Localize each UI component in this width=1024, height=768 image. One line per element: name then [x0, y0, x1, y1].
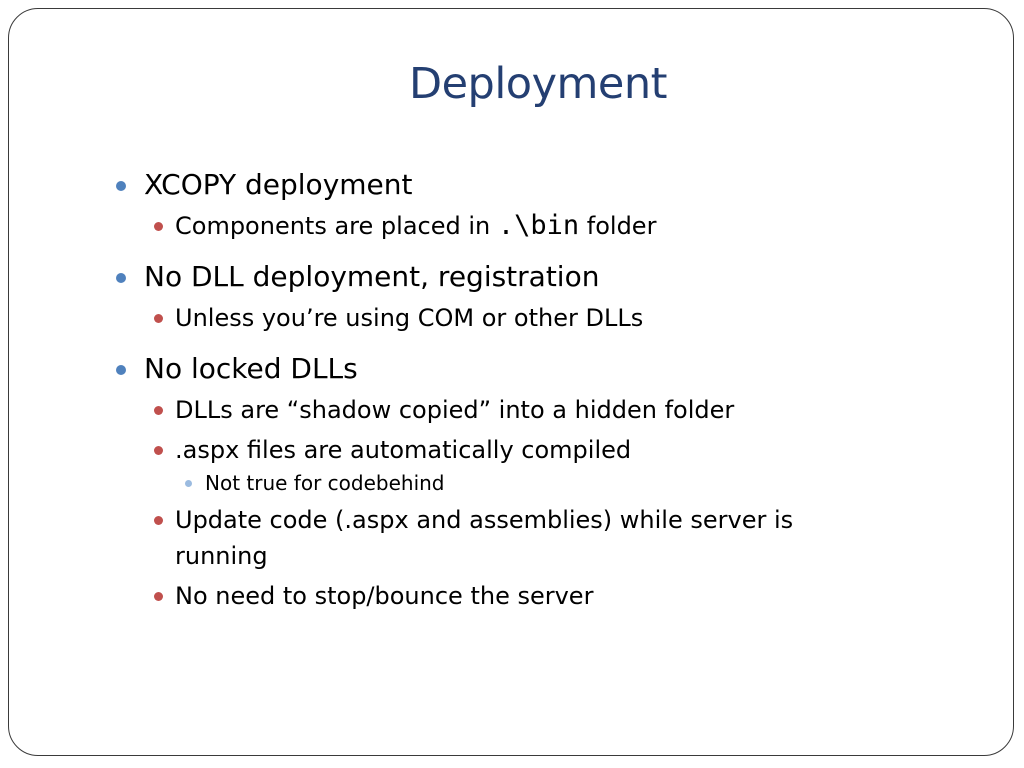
- bullet-list: XCOPY deployment Components are placed i…: [114, 166, 874, 614]
- sub-bullet-update-code: Update code (.aspx and assemblies) while…: [114, 502, 874, 574]
- bullet-dot-icon: [116, 365, 126, 375]
- bullet-dot-icon: [154, 406, 163, 415]
- bullet-text: .aspx files are automatically compiled: [175, 436, 632, 464]
- sub-sub-bullet-codebehind: Not true for codebehind: [114, 468, 874, 498]
- bullet-text: Unless you’re using COM or other DLLs: [175, 304, 644, 332]
- bullet-dot-icon: [154, 516, 163, 525]
- bin-folder-code: .\bin: [497, 210, 580, 241]
- bullet-text-suffix: folder: [579, 212, 657, 240]
- bullet-dot-icon: [154, 446, 163, 455]
- bullet-dot-icon: [116, 181, 126, 191]
- bullet-dot-icon: [154, 314, 163, 323]
- sub-bullet-no-need-stop: No need to stop/bounce the server: [114, 578, 874, 614]
- bullet-no-locked-dlls: No locked DLLs: [114, 350, 874, 388]
- bullet-text-prefix: Components are placed in: [175, 212, 498, 240]
- bullet-dot-icon: [154, 222, 163, 231]
- slide-frame: [8, 8, 1014, 756]
- bullet-xcopy-deployment: XCOPY deployment: [114, 166, 874, 204]
- bullet-dot-icon: [185, 480, 192, 487]
- bullet-text: Update code (.aspx and assemblies) while…: [175, 506, 794, 570]
- bullet-text: DLLs are “shadow copied” into a hidden f…: [175, 396, 735, 424]
- sub-bullet-shadow-copied: DLLs are “shadow copied” into a hidden f…: [114, 392, 874, 428]
- bullet-dot-icon: [154, 592, 163, 601]
- bullet-dot-icon: [116, 273, 126, 283]
- slide-title: Deployment: [408, 59, 668, 109]
- bullet-text: No locked DLLs: [144, 352, 358, 385]
- bullet-no-dll-deployment: No DLL deployment, registration: [114, 258, 874, 296]
- sub-bullet-aspx-compiled: .aspx files are automatically compiled: [114, 432, 874, 468]
- sub-bullet-components-placed: Components are placed in .\bin folder: [114, 208, 874, 244]
- bullet-text: No DLL deployment, registration: [144, 260, 600, 293]
- sub-bullet-unless-com: Unless you’re using COM or other DLLs: [114, 300, 874, 336]
- bullet-text: Not true for codebehind: [205, 471, 445, 495]
- bullet-text: XCOPY deployment: [144, 168, 413, 201]
- bullet-text: No need to stop/bounce the server: [175, 582, 594, 610]
